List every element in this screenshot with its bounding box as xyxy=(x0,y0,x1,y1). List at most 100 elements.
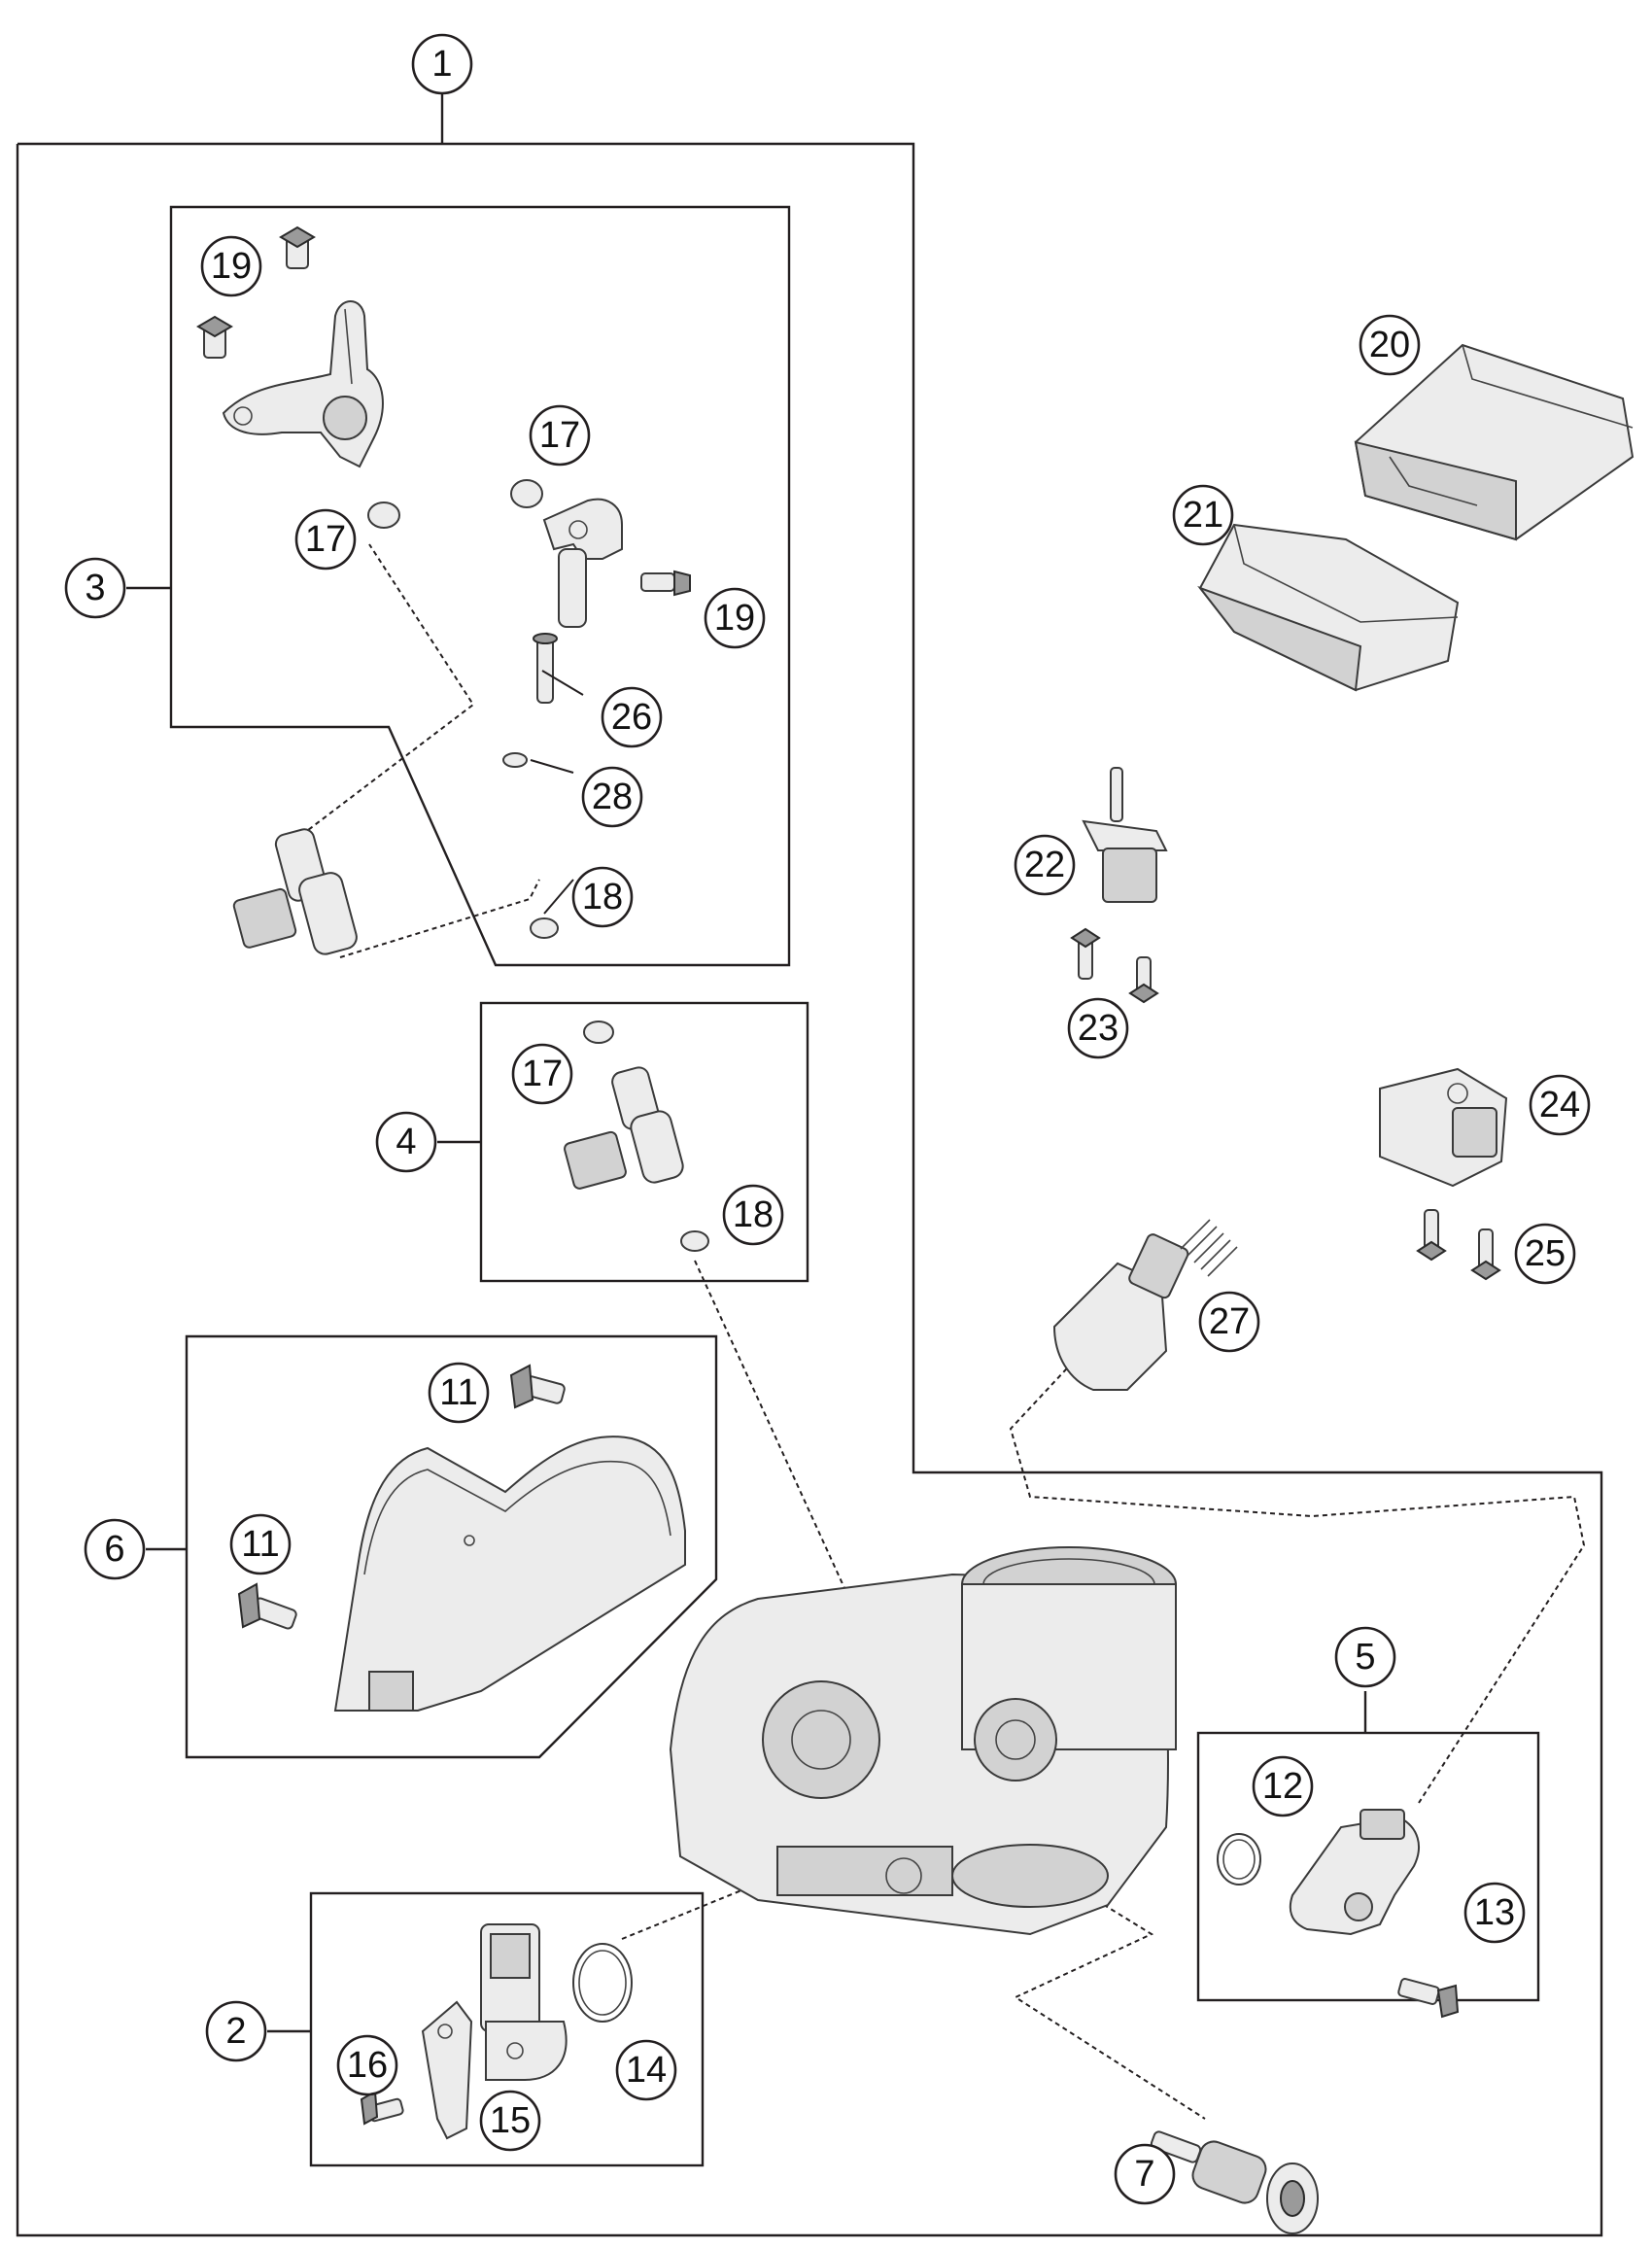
callout-number: 14 xyxy=(626,2050,667,2091)
callout-circle xyxy=(1067,997,1129,1059)
pin-26 xyxy=(533,633,558,704)
callout-circle xyxy=(479,2090,541,2152)
callout-number: 20 xyxy=(1369,325,1410,365)
callout-13: 13 xyxy=(1463,1882,1526,1944)
callout-22: 22 xyxy=(1014,834,1076,896)
module-21 xyxy=(1197,523,1460,692)
callout-number: 2 xyxy=(225,2011,246,2052)
screw-11-left xyxy=(237,1582,297,1630)
callout-circle xyxy=(571,866,634,928)
callout-circle xyxy=(428,1362,490,1424)
o-ring-14 xyxy=(572,1943,633,2023)
callout-circle xyxy=(529,404,591,467)
callout-circle xyxy=(1529,1074,1591,1136)
callout-25: 25 xyxy=(1514,1223,1576,1285)
callout-24: 24 xyxy=(1529,1074,1591,1136)
o-ring-17-left xyxy=(367,502,400,529)
assembly-bracket-3 xyxy=(126,205,791,967)
o-ring-17-rail xyxy=(510,479,543,508)
callout-circle xyxy=(1334,1626,1396,1688)
callout-circle xyxy=(64,557,126,619)
screw-13 xyxy=(1397,1978,1460,2019)
screw-11-top xyxy=(509,1364,566,1409)
callout-23: 23 xyxy=(1067,997,1129,1059)
callout-number: 3 xyxy=(85,568,105,608)
callout-19a: 19 xyxy=(200,235,262,297)
callout-circle xyxy=(1252,1755,1314,1817)
callout-circle xyxy=(1172,484,1234,546)
callout-3: 3 xyxy=(64,557,126,619)
callout-circle xyxy=(511,1043,573,1105)
o-ring-12 xyxy=(1217,1833,1261,1886)
callout-6: 6 xyxy=(84,1518,146,1580)
callout-circle xyxy=(229,1513,292,1575)
sensor-2 xyxy=(480,1923,568,2081)
callout-circle xyxy=(294,508,357,571)
callout-number: 18 xyxy=(733,1194,774,1235)
callout-circle xyxy=(704,587,766,649)
callout-circle xyxy=(1014,834,1076,896)
sensor-22 xyxy=(1082,767,1168,903)
callout-17a: 17 xyxy=(529,404,591,467)
callout-number: 12 xyxy=(1262,1766,1303,1807)
screw-19-right xyxy=(640,570,691,597)
callout-circle xyxy=(200,235,262,297)
callout-number: 19 xyxy=(211,246,252,287)
callout-circle xyxy=(615,2039,677,2101)
callout-20: 20 xyxy=(1359,314,1421,376)
valve-7 xyxy=(1150,2130,1319,2234)
screw-19-left xyxy=(196,315,233,359)
callout-circle xyxy=(581,766,643,828)
callout-number: 26 xyxy=(611,697,652,738)
callout-number: 15 xyxy=(490,2100,531,2141)
callout-number: 18 xyxy=(582,877,623,917)
o-ring-18-group4 xyxy=(680,1230,709,1252)
callout-number: 4 xyxy=(396,1122,416,1162)
assembly-bracket-5 xyxy=(1196,1691,1540,2002)
callout-28: 28 xyxy=(581,766,643,828)
callout-circle xyxy=(601,686,663,748)
callout-5: 5 xyxy=(1334,1626,1396,1688)
callout-number: 7 xyxy=(1134,2154,1154,2195)
callout-leaders xyxy=(530,670,584,915)
assembly-bracket-1 xyxy=(16,92,1603,2237)
callout-number: 23 xyxy=(1078,1008,1119,1049)
callout-number: 11 xyxy=(241,1524,279,1565)
callout-circle xyxy=(1198,1291,1260,1353)
fuel-rail-bracket xyxy=(222,300,384,468)
sensor-5 xyxy=(1289,1809,1420,1936)
callout-circle xyxy=(722,1184,784,1246)
callout-number: 13 xyxy=(1474,1892,1515,1933)
callout-number: 16 xyxy=(347,2045,388,2086)
throttle-body xyxy=(669,1546,1177,1936)
callout-27: 27 xyxy=(1198,1291,1260,1353)
callout-number: 28 xyxy=(592,777,633,817)
callout-circle xyxy=(84,1518,146,1580)
throttle-cover xyxy=(333,1436,686,1712)
callout-15: 15 xyxy=(479,2090,541,2152)
callout-number: 27 xyxy=(1209,1301,1250,1342)
screw-16 xyxy=(360,2090,404,2126)
callout-1: 1 xyxy=(411,33,473,95)
o-ring-18-group3 xyxy=(530,917,559,939)
callout-11b: 11 xyxy=(229,1513,292,1575)
callout-number: 17 xyxy=(305,519,346,560)
callout-number: 22 xyxy=(1024,845,1065,885)
callout-circle xyxy=(1114,2143,1176,2205)
callout-number: 25 xyxy=(1525,1233,1566,1274)
callout-circle xyxy=(1514,1223,1576,1285)
callout-number: 5 xyxy=(1355,1637,1375,1678)
callout-circle xyxy=(336,2034,398,2096)
o-ring-17-group4 xyxy=(583,1021,614,1044)
callout-16: 16 xyxy=(336,2034,398,2096)
injector-3 xyxy=(232,828,358,955)
callout-circle xyxy=(1463,1882,1526,1944)
callout-number: 21 xyxy=(1183,495,1223,536)
sensor-24 xyxy=(1379,1067,1508,1188)
callout-26: 26 xyxy=(601,686,663,748)
screws-23 xyxy=(1070,927,1159,1004)
callout-18a: 18 xyxy=(571,866,634,928)
callout-12: 12 xyxy=(1252,1755,1314,1817)
